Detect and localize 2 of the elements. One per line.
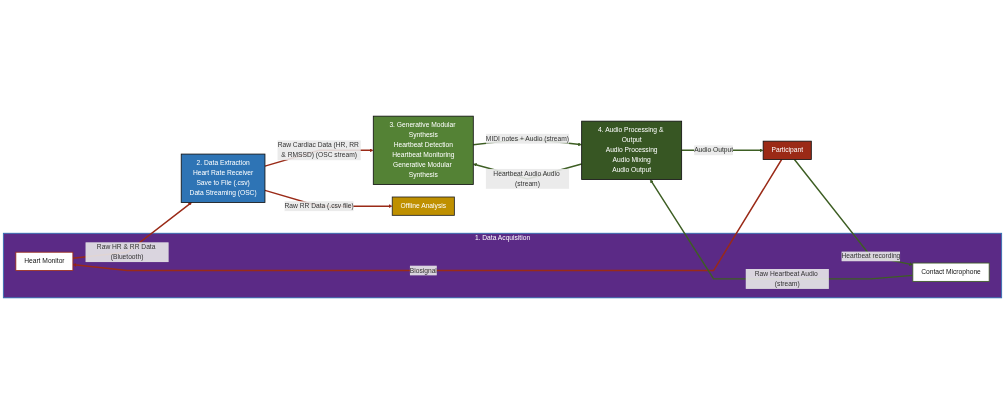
arrow [793,158,913,266]
arrow [650,179,914,280]
